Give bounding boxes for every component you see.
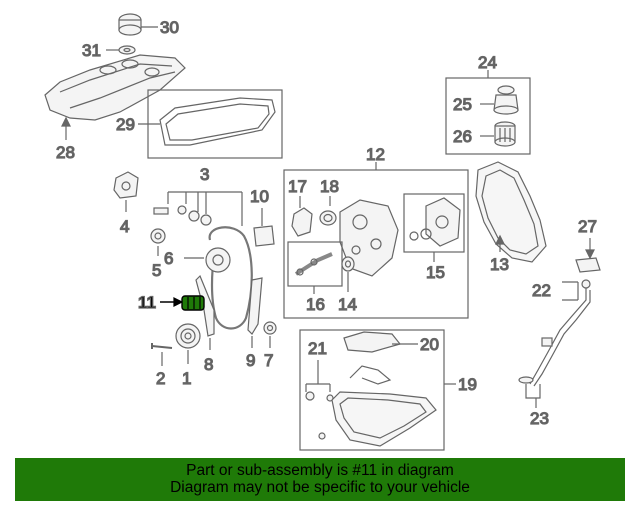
callout-6: 6 <box>164 249 173 268</box>
oil-pickup-part <box>349 365 392 385</box>
callout-1: 1 <box>182 369 191 388</box>
callout-31: 31 <box>82 41 101 60</box>
callout-17: 17 <box>288 177 307 196</box>
callout-23: 23 <box>530 409 549 428</box>
seal-ring-part <box>263 321 277 335</box>
callout-12: 12 <box>366 145 385 164</box>
callout-24: 24 <box>478 53 497 72</box>
dipstick-tube-part <box>529 288 587 385</box>
callout-15: 15 <box>426 263 445 282</box>
cover-seal-part <box>319 210 337 226</box>
callout-14: 14 <box>338 295 357 314</box>
banner-line-2: Diagram may not be specific to your vehi… <box>170 479 470 496</box>
filter-cap-part <box>493 85 519 115</box>
callout-28: 28 <box>56 143 75 162</box>
oil-filter-part <box>494 121 516 147</box>
cam-sprocket-part <box>205 247 231 273</box>
callout-19: 19 <box>458 375 477 394</box>
temp-sensor-part <box>575 257 601 273</box>
timing-cover-part <box>339 199 399 277</box>
callout-29: 29 <box>116 115 135 134</box>
callout-30: 30 <box>160 18 179 37</box>
callout-8: 8 <box>204 355 213 374</box>
callout-26: 26 <box>453 127 472 146</box>
callout-3: 3 <box>200 165 209 184</box>
info-banner: Part or sub-assembly is #11 in diagram D… <box>15 458 625 501</box>
callout-16: 16 <box>306 295 325 314</box>
sensor-part <box>294 252 333 276</box>
oil-cap-seal-part <box>118 45 136 55</box>
crank-pulley-part <box>175 323 201 349</box>
tensioner-bolt-part <box>153 205 212 226</box>
idler-part <box>150 228 166 244</box>
callout-5: 5 <box>152 261 161 280</box>
banner-line-1: Part or sub-assembly is #11 in diagram <box>186 462 454 479</box>
oil-pan-box <box>299 329 445 451</box>
valve-cover-part <box>44 54 186 121</box>
callout-9: 9 <box>246 351 255 370</box>
callout-11: 11 <box>138 293 156 312</box>
callout-2: 2 <box>156 369 165 388</box>
crank-seal-part <box>341 256 355 272</box>
valve-cover-gasket-part <box>159 97 276 146</box>
callout-22: 22 <box>532 281 551 300</box>
chain-guide-part <box>195 274 215 337</box>
callout-18: 18 <box>320 177 339 196</box>
chain-guide-bracket-part <box>253 225 275 247</box>
side-cover-part <box>475 161 547 263</box>
callout-27: 27 <box>578 217 597 236</box>
crank-bolt-part <box>151 343 173 349</box>
oil-pan-gasket-part <box>343 331 402 353</box>
chain-tensioner-guide-part <box>247 277 263 335</box>
timing-chain-part <box>208 226 253 330</box>
oil-cap-part <box>118 13 142 36</box>
highlighted-part-11 <box>181 295 205 311</box>
callout-21: 21 <box>308 339 327 358</box>
callout-10: 10 <box>250 187 269 206</box>
mount-bracket-part <box>113 171 139 199</box>
callout-20: 20 <box>420 335 439 354</box>
callout-7: 7 <box>264 351 273 370</box>
cover-gasket-part <box>291 207 313 237</box>
callout-25: 25 <box>453 95 472 114</box>
callout-13: 13 <box>490 255 509 274</box>
callout-4: 4 <box>120 217 129 236</box>
oil-pump-part <box>425 197 461 247</box>
